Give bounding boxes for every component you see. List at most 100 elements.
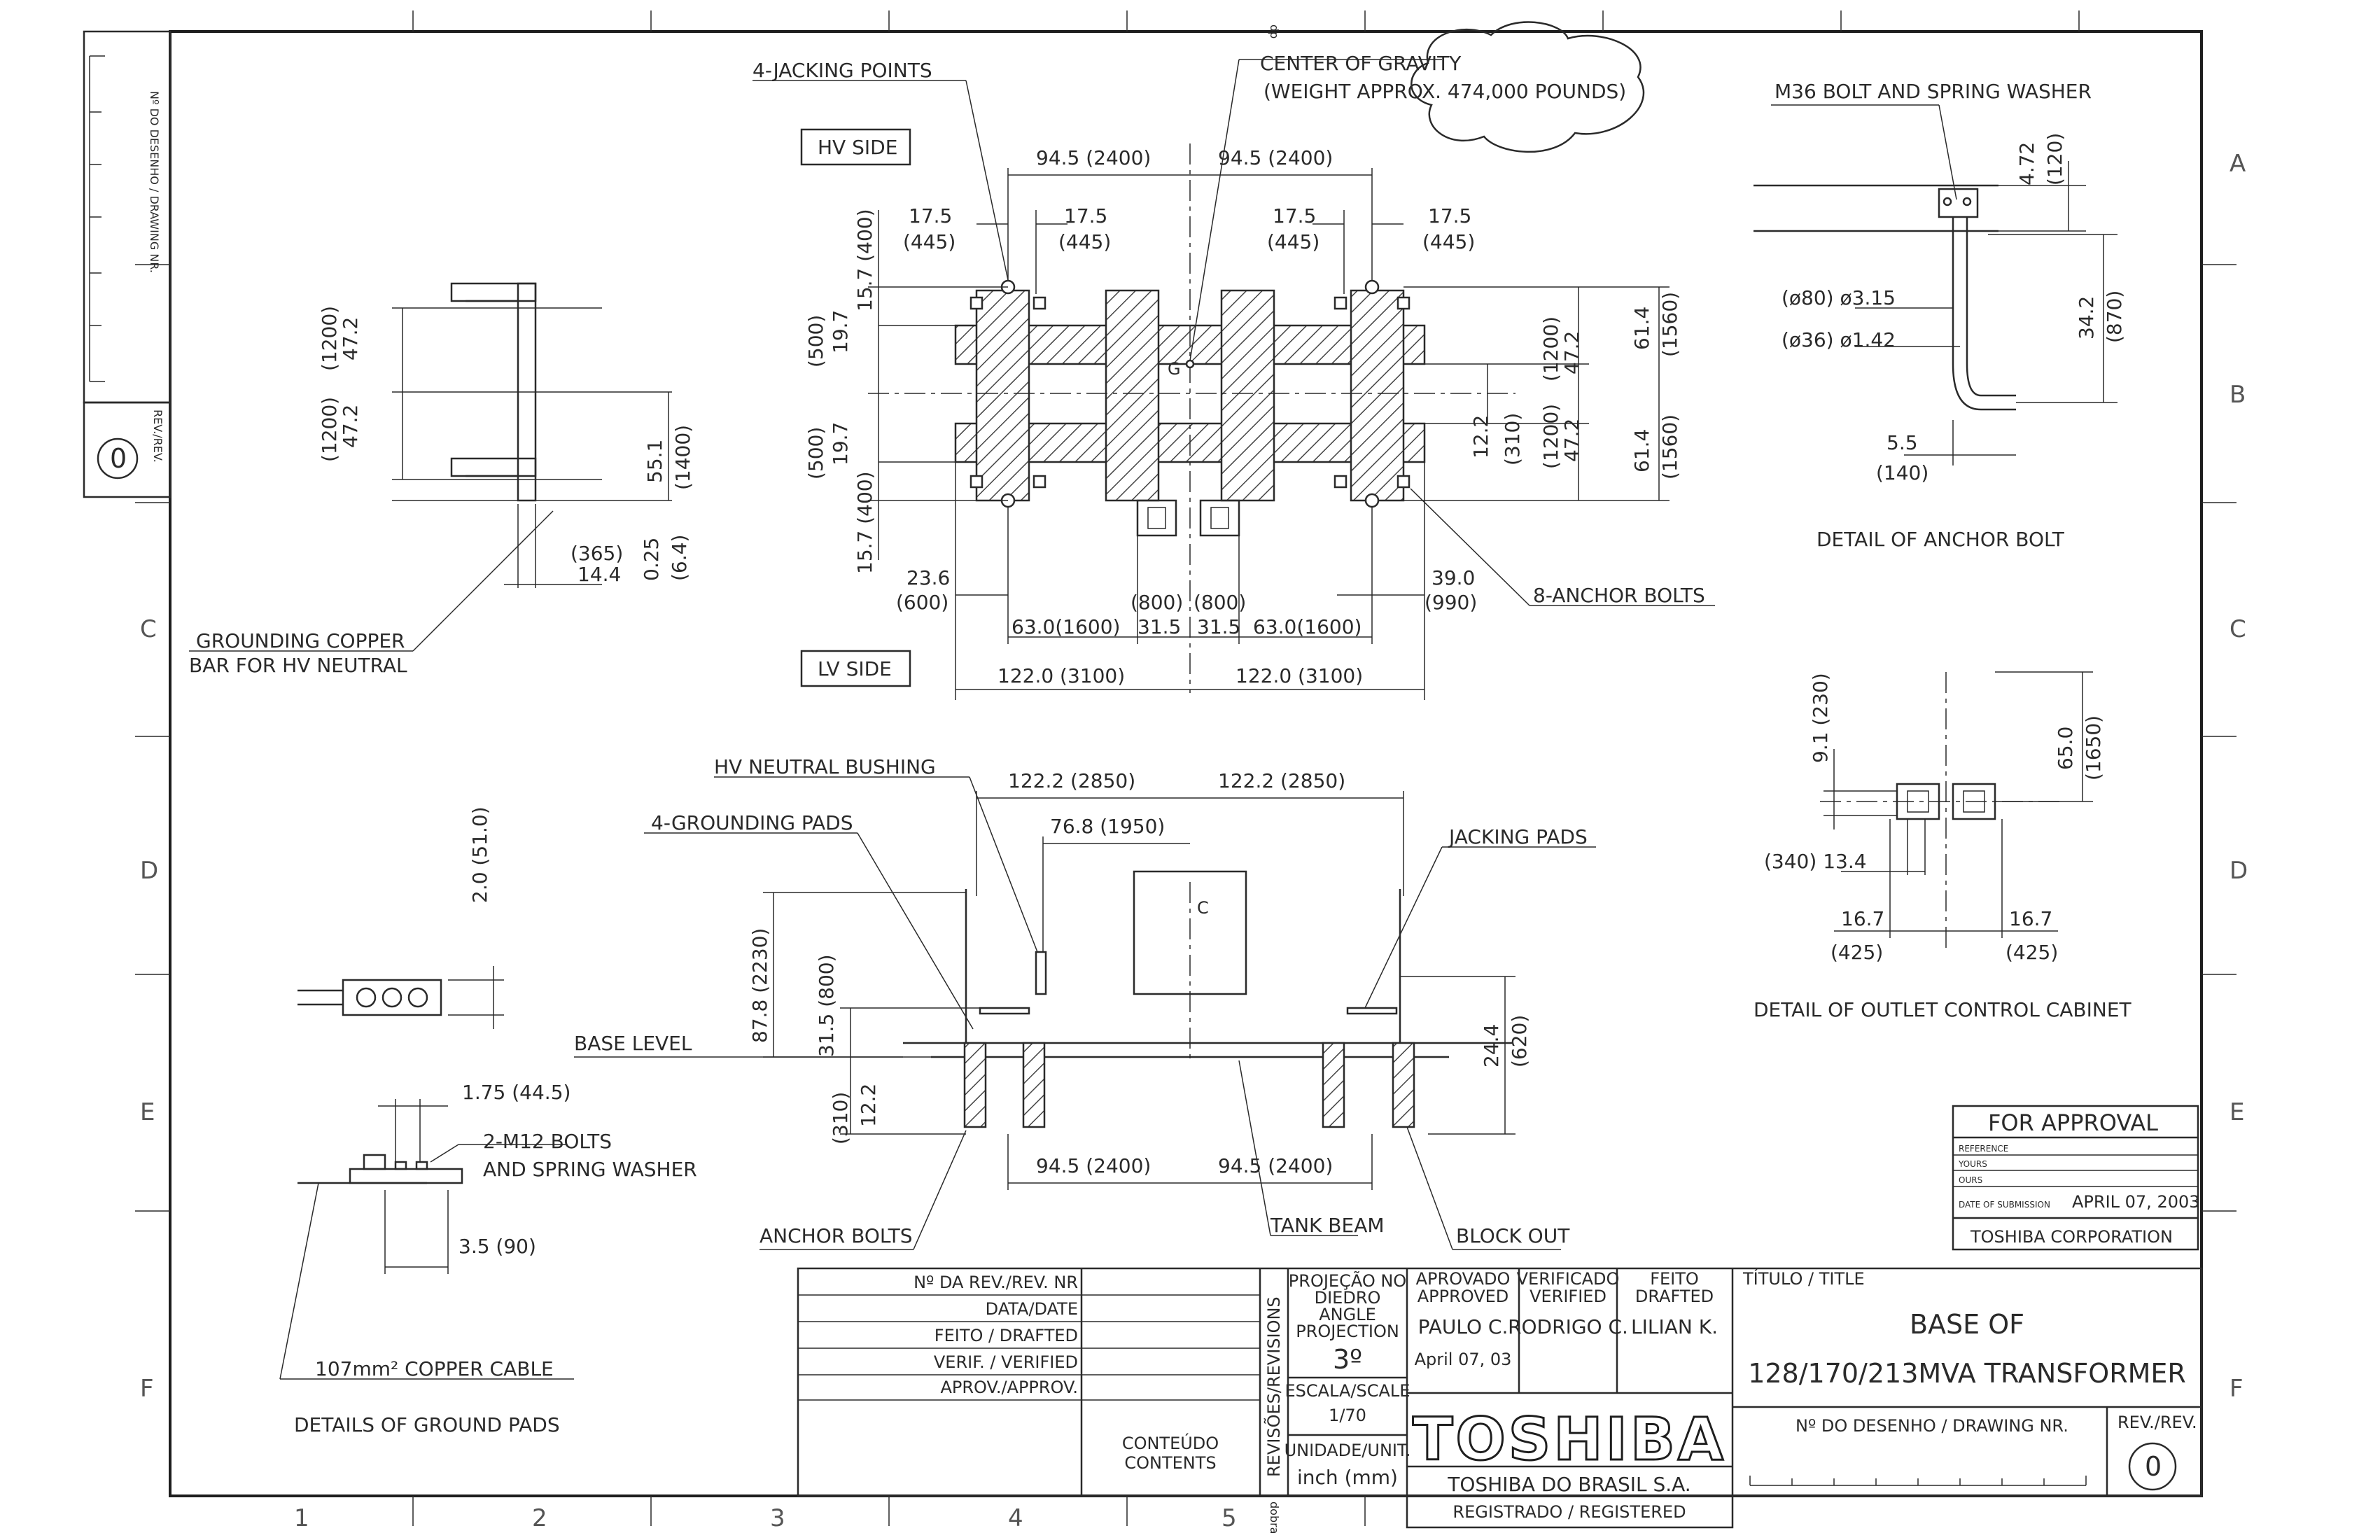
col-label-5: 5	[1222, 1504, 1237, 1532]
tb-title-label: TÍTULO / TITLE	[1742, 1268, 1865, 1289]
side-drawing-number-label: Nº DO DESENHO / DRAWING NR.	[148, 91, 161, 273]
approval-date: APRIL 07, 2003	[2072, 1192, 2200, 1212]
dim-cab-167-right: 16.7	[2009, 907, 2052, 930]
tb-approved: APROV./APPROV.	[940, 1378, 1078, 1397]
row-label-b: B	[2230, 381, 2246, 409]
col-label-4: 4	[1008, 1504, 1023, 1532]
row-label-c-left: C	[140, 615, 157, 643]
title-ground-pads: DETAILS OF GROUND PADS	[294, 1413, 560, 1436]
dim-1200-top: (1200)	[1539, 316, 1562, 382]
dim-left-1400: (1400)	[671, 425, 694, 490]
tb-verificado: VERIFICADO	[1517, 1269, 1620, 1289]
tb-contents: CONTENTS	[1124, 1453, 1216, 1473]
dim-ab-472: 4.72	[2015, 142, 2038, 186]
dim-cab-134: (340) 13.4	[1764, 850, 1867, 873]
dim-990: (990)	[1424, 591, 1477, 614]
dim-elev-244: 24.4	[1480, 1024, 1503, 1068]
dim-1220-left: 122.0 (3100)	[997, 664, 1125, 687]
label-weight: (WEIGHT APPROX. 474,000 POUNDS)	[1264, 80, 1626, 103]
dim-315-left: 31.5	[1138, 615, 1181, 638]
approval-title: FOR APPROVAL	[1988, 1110, 2158, 1136]
row-label-f-left: F	[140, 1375, 154, 1403]
tb-unit-value: inch (mm)	[1297, 1466, 1398, 1489]
tb-title-line-2: 128/170/213MVA TRANSFORMER	[1748, 1358, 2186, 1389]
approval-yours: YOURS	[1958, 1159, 1987, 1169]
tb-registered: REGISTRADO / REGISTERED	[1452, 1502, 1686, 1522]
dim-157-top: 15.7 (400)	[853, 209, 876, 312]
col-label-1: 1	[294, 1504, 309, 1532]
dim-1560-top: (1560)	[1658, 292, 1681, 357]
hv-neutral-side-view	[189, 282, 672, 652]
dim-gp-20: 2.0 (51.0)	[468, 806, 491, 903]
dim-left-144: 14.4	[578, 563, 621, 586]
dim-ab-55: 5.5	[1886, 431, 1918, 454]
dim-ab-140: (140)	[1876, 461, 1928, 484]
row-label-d: D	[2230, 857, 2248, 885]
tb-drafted-en: DRAFTED	[1635, 1287, 1714, 1306]
dim-445-c: (445)	[1267, 230, 1320, 253]
approval-stamp	[1952, 1105, 2199, 1251]
label-jacking-points: 4-JACKING POINTS	[752, 59, 932, 82]
label-gp-washer: AND SPRING WASHER	[483, 1158, 697, 1181]
dim-122-plan: 12.2	[1469, 415, 1492, 458]
label-copper-cable: 107mm² COPPER CABLE	[315, 1357, 554, 1380]
cog-marker: G	[1168, 359, 1181, 379]
label-anchor-bolts: 8-ANCHOR BOLTS	[1533, 584, 1705, 607]
ground-pad-detail	[279, 966, 574, 1380]
tb-scale-label: ESCALA/SCALE	[1285, 1381, 1410, 1401]
dim-elev-1222-right: 122.2 (2850)	[1218, 769, 1345, 792]
label-grounding-bar-2: BAR FOR HV NEUTRAL	[189, 654, 407, 677]
dim-elev-878: 87.8 (2230)	[748, 928, 771, 1043]
dim-elev-315: 31.5 (800)	[815, 954, 838, 1057]
cabinet-c-marker: C	[1197, 898, 1209, 918]
dim-630-right: 63.0(1600)	[1253, 615, 1362, 638]
anchor-bolt-detail	[1754, 104, 2118, 465]
approval-company: TOSHIBA CORPORATION	[1970, 1227, 2173, 1247]
tb-projection-3: ANGLE	[1319, 1305, 1376, 1324]
approval-reference: REFERENCE	[1959, 1144, 2008, 1154]
label-gp-bolts: 2-M12 BOLTS	[483, 1130, 612, 1153]
tb-projection-5: 3º	[1333, 1344, 1362, 1375]
tb-drawing-nr-label: Nº DO DESENHO / DRAWING NR.	[1795, 1416, 2068, 1436]
side-rev-label: REV./REV.	[151, 410, 164, 463]
dim-614-top: 61.4	[1630, 307, 1653, 350]
label-hv-neutral-bushing: HV NEUTRAL BUSHING	[714, 755, 936, 778]
dim-left-64: (6.4)	[668, 535, 691, 581]
tb-rev-value: 0	[2145, 1451, 2162, 1482]
drawing-frame	[135, 10, 2236, 1526]
dim-472-bottom: 47.2	[1560, 419, 1583, 462]
dim-elev-768: 76.8 (1950)	[1050, 815, 1165, 838]
fold-mark-top: dp	[1268, 24, 1281, 38]
label-lv-side: LV SIDE	[818, 657, 892, 680]
dim-197-bottom: 19.7	[829, 422, 852, 465]
approval-date-label: DATE OF SUBMISSION	[1959, 1200, 2050, 1210]
dim-315-right: 31.5	[1197, 615, 1240, 638]
dim-ab-870: (870)	[2103, 290, 2126, 343]
dim-elev-310: (310)	[829, 1092, 852, 1144]
dim-175-a: 17.5	[909, 204, 952, 227]
toshiba-logo: TOSHIBA	[1413, 1405, 1726, 1474]
label-hv-side: HV SIDE	[818, 136, 897, 159]
tb-verified-en: VERIFIED	[1530, 1287, 1606, 1306]
tb-drafted: FEITO / DRAFTED	[934, 1326, 1078, 1345]
dim-ab-phi80: (ø80) ø3.15	[1782, 286, 1896, 309]
tb-company: TOSHIBA DO BRASIL S.A.	[1447, 1473, 1690, 1496]
title-block	[797, 1267, 2203, 1529]
row-label-e-left: E	[140, 1098, 155, 1126]
tb-title-line-1: BASE OF	[1910, 1309, 2024, 1340]
dim-gp-175: 1.75 (44.5)	[462, 1081, 570, 1104]
dim-630-left: 63.0(1600)	[1011, 615, 1120, 638]
label-grounding-bar: GROUNDING COPPER	[196, 629, 405, 652]
dim-left-365: (365)	[570, 542, 623, 565]
dim-1200-bottom: (1200)	[1539, 404, 1562, 469]
dim-top-right: 94.5 (2400)	[1218, 146, 1333, 169]
dim-ab-phi36: (ø36) ø1.42	[1782, 328, 1896, 351]
label-jacking-pads: JACKING PADS	[1448, 825, 1588, 848]
dim-left-472-a: 47.2	[339, 317, 362, 360]
dim-elev-122: 12.2	[857, 1084, 880, 1127]
dim-500-bottom: (500)	[804, 427, 827, 479]
dim-elev-945-left: 94.5 (2400)	[1036, 1154, 1151, 1177]
dim-800-right: (800)	[1194, 591, 1246, 614]
row-label-c: C	[2230, 615, 2246, 643]
row-label-f: F	[2230, 1375, 2244, 1403]
